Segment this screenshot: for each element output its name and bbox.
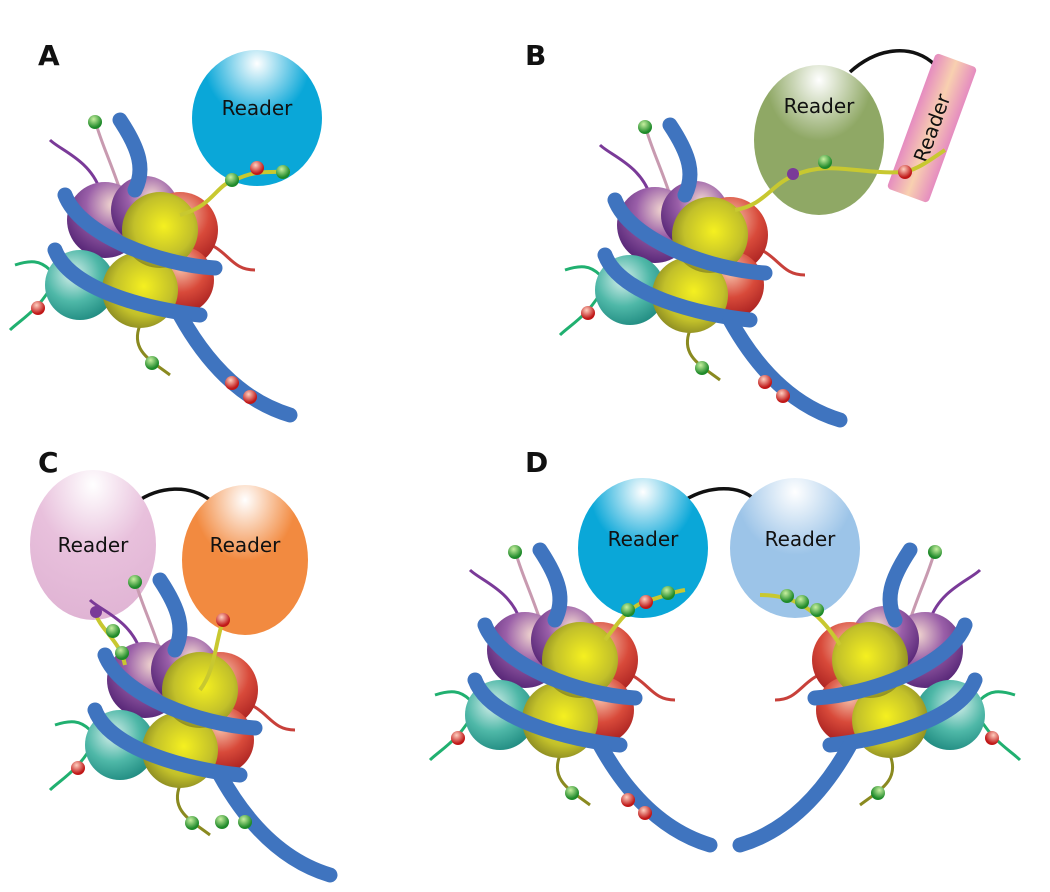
panel-label-b: B [525,39,546,72]
linker [684,487,757,502]
modification-mark [776,389,790,403]
reader-protein [754,65,884,215]
reader-protein [192,50,322,186]
reader-label: Reader [58,533,130,557]
modification-mark [621,793,635,807]
reader-label: Reader [222,96,294,120]
panel-a: A Reader [10,39,322,415]
modification-mark [787,168,799,180]
modification-mark [115,646,129,660]
nucleosome [50,575,330,875]
modification-mark [621,603,635,617]
modification-mark [238,815,252,829]
modification-mark [216,613,230,627]
modification-mark [225,173,239,187]
reader-protein [730,478,860,618]
modification-mark [276,165,290,179]
modification-mark [898,165,912,179]
reader-label: Reader [608,527,680,551]
reader-protein-rect [887,53,977,203]
modification-mark [758,375,772,389]
panel-b: B Reader Reader [525,39,977,420]
modification-mark [818,155,832,169]
panel-d: D Reader Reader [430,446,1020,845]
reader-protein [182,485,308,635]
modification-mark [90,606,102,618]
modification-mark [215,815,229,829]
modification-mark [661,586,675,600]
histone-tail [734,148,947,212]
modification-mark [639,595,653,609]
histone-tail [198,619,225,692]
panel-label-d: D [525,446,548,479]
modification-mark [106,624,120,638]
modification-mark [243,390,257,404]
modification-mark [780,589,794,603]
reader-label: Reader [765,527,837,551]
modification-mark [225,376,239,390]
panel-label-a: A [38,39,60,72]
reader-protein [578,478,708,618]
linker [848,49,937,74]
modification-mark [250,161,264,175]
reader-protein [30,470,156,620]
modification-mark [810,603,824,617]
panel-label-c: C [38,446,59,479]
reader-label: Reader [210,533,282,557]
modification-mark [795,595,809,609]
panel-c: C Reader Reader [30,446,330,875]
linker [133,487,212,505]
modification-mark [638,806,652,820]
reader-label: Reader [784,94,856,118]
